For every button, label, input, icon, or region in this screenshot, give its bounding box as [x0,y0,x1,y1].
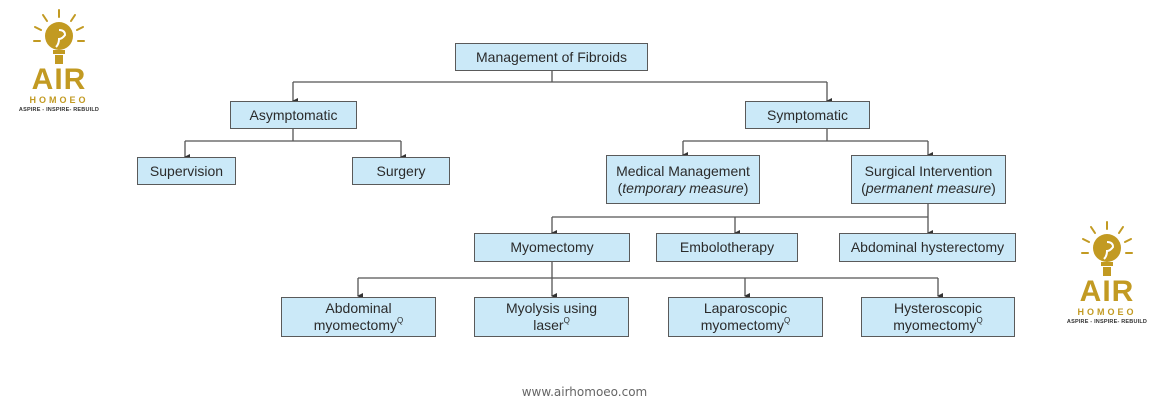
node-abdominal-myomectomy: Abdominal myomectomyQ [281,297,436,337]
node-label: Abdominal hysterectomy [850,239,1005,255]
node-label: Embolotherapy [679,239,775,255]
node-label: Supervision [149,162,224,179]
node-myolysis-laser: Myolysis using laserQ [474,297,629,337]
footer-website: www.airhomoeo.com [521,385,648,399]
node-supervision: Supervision [137,157,236,185]
logo-top-left: AIR HOMOEO ASPIRE - INSPIRE- REBUILD [4,8,114,114]
logo-tagline: ASPIRE - INSPIRE- REBUILD [18,107,100,113]
node-asymptomatic: Asymptomatic [230,101,357,129]
node-label: Myomectomy [510,239,594,255]
node-laparoscopic-myomectomy: Laparoscopic myomectomyQ [668,297,823,337]
node-surgery: Surgery [352,157,450,185]
logo-subtitle: HOMOEO [29,95,89,105]
node-label-line2: myomectomyQ [313,316,404,334]
node-label-line1: Abdominal [325,300,392,316]
node-myomectomy: Myomectomy [474,233,630,262]
node-label: Asymptomatic [249,106,338,123]
node-surgical-intervention: Surgical Intervention (permanent measure… [851,155,1006,204]
logo-subtitle: HOMOEO [1077,307,1137,317]
node-embolotherapy: Embolotherapy [656,233,798,262]
node-label-line2: myomectomyQ [700,316,791,334]
node-label-line2: (temporary measure) [617,179,749,196]
node-label-line2: myomectomyQ [893,316,983,334]
logo-name: AIR [1079,275,1135,308]
node-label-line1: Hysteroscopic [894,300,982,316]
logo-tagline: ASPIRE - INSPIRE- REBUILD [1066,319,1148,325]
node-label-line1: Medical Management [616,162,750,179]
node-label: Management of Fibroids [476,48,627,65]
node-abdominal-hysterectomy: Abdominal hysterectomy [839,233,1016,262]
node-label-line2: laserQ [533,316,570,334]
logo-right: AIR HOMOEO ASPIRE - INSPIRE- REBUILD [1052,220,1162,326]
node-label-line2: (permanent measure) [861,179,996,196]
lightbulb-icon [1081,221,1133,276]
node-label-line1: Surgical Intervention [864,162,993,179]
node-symptomatic: Symptomatic [745,101,870,129]
question-mark-badge: Q [563,316,570,325]
logo-name: AIR [31,63,87,96]
node-label: Symptomatic [767,106,848,123]
lightbulb-icon [33,9,85,64]
node-label-line1: Laparoscopic [703,300,788,316]
node-hysteroscopic-myomectomy: Hysteroscopic myomectomyQ [861,297,1015,337]
node-management-of-fibroids: Management of Fibroids [455,43,648,71]
node-label-line1: Myolysis using [505,300,598,316]
question-mark-badge: Q [397,316,404,325]
question-mark-badge: Q [784,316,791,325]
question-mark-badge: Q [976,316,983,325]
node-medical-management: Medical Management (temporary measure) [606,155,760,204]
node-label: Surgery [376,162,426,179]
